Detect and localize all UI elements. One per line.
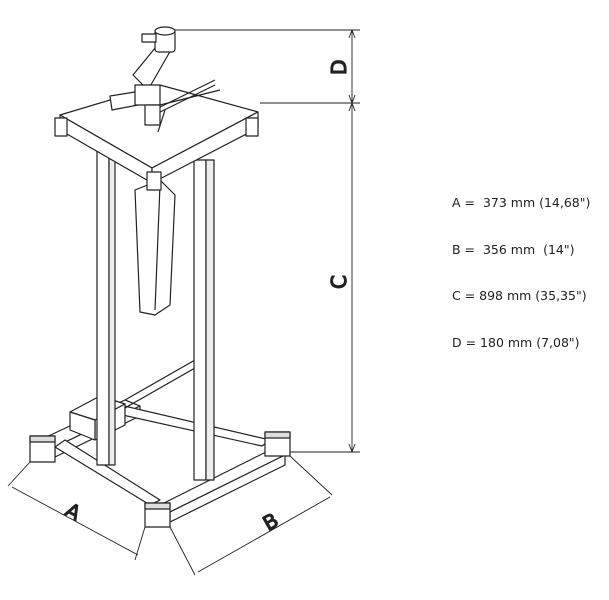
dimension-lines <box>7 29 360 576</box>
dimension-label-b: B <box>259 508 283 536</box>
dimension-label-a: A <box>62 498 86 526</box>
foot-pedal <box>69 359 196 441</box>
legend-item-d: D = 180 mm (7,08") <box>452 334 580 350</box>
dimension-label-d: D <box>327 60 351 75</box>
legend-item-c: C = 898 mm (35,35") <box>452 288 587 303</box>
jaw-mechanism <box>109 26 221 133</box>
table-top <box>54 84 259 191</box>
dimension-legend: A = 373 mm (14,68") B = 356 mm (14") C =… <box>452 164 590 366</box>
legend-item-a: A = 373 mm (14,68") <box>452 195 591 210</box>
sealing-bar-housing <box>134 179 176 316</box>
dimension-label-c: C <box>327 275 351 289</box>
columns <box>96 139 215 481</box>
legend-item-b: B = 356 mm (14") <box>452 241 575 257</box>
